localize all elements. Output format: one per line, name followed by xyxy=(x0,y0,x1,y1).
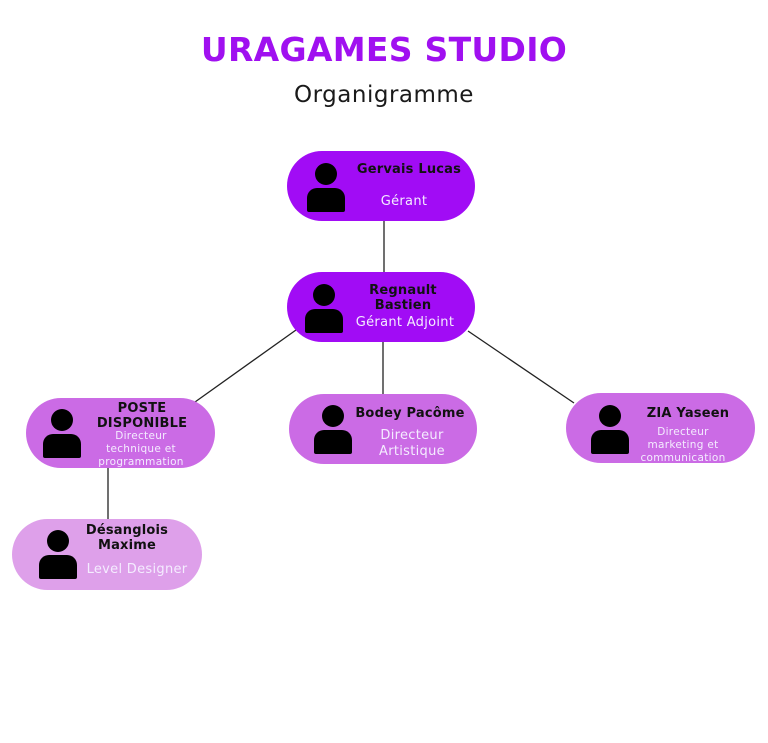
node-role: Directeur technique et programmation xyxy=(98,430,184,468)
node-name: POSTE DISPONIBLE xyxy=(96,401,188,431)
node-role: Directeur marketing et communication xyxy=(640,426,726,464)
node-name: Gervais Lucas xyxy=(356,162,462,177)
person-icon xyxy=(304,284,344,334)
person-icon xyxy=(313,405,353,455)
org-subtitle: Organigramme xyxy=(294,82,474,108)
node-name: ZIA Yaseen xyxy=(646,406,730,421)
node-name: Regnault Bastien xyxy=(369,283,437,313)
node-name: Désanglois Maxime xyxy=(85,523,169,553)
org-node-regnault[interactable]: Regnault Bastien Gérant Adjoint xyxy=(287,272,475,342)
node-role: Directeur Artistique xyxy=(379,428,445,459)
person-icon xyxy=(42,409,82,459)
org-title: URAGAMES STUDIO xyxy=(200,30,568,69)
person-icon xyxy=(306,163,346,213)
connector-regnault-poste xyxy=(194,329,297,403)
node-name: Bodey Pacôme xyxy=(355,406,465,421)
node-role: Level Designer xyxy=(86,562,188,577)
org-node-poste[interactable]: POSTE DISPONIBLE Directeur technique et … xyxy=(26,398,215,468)
node-role: Gérant Adjoint xyxy=(355,315,455,330)
person-icon xyxy=(590,405,630,455)
org-node-bodey[interactable]: Bodey Pacôme Directeur Artistique xyxy=(289,394,477,464)
org-node-desanglois[interactable]: Désanglois Maxime Level Designer xyxy=(12,519,202,590)
node-role: Gérant xyxy=(380,194,428,209)
org-node-zia[interactable]: ZIA Yaseen Directeur marketing et commun… xyxy=(566,393,755,464)
person-icon xyxy=(38,530,78,580)
org-node-gervais[interactable]: Gervais Lucas Gérant xyxy=(287,151,475,221)
connector-regnault-zia xyxy=(467,330,575,404)
